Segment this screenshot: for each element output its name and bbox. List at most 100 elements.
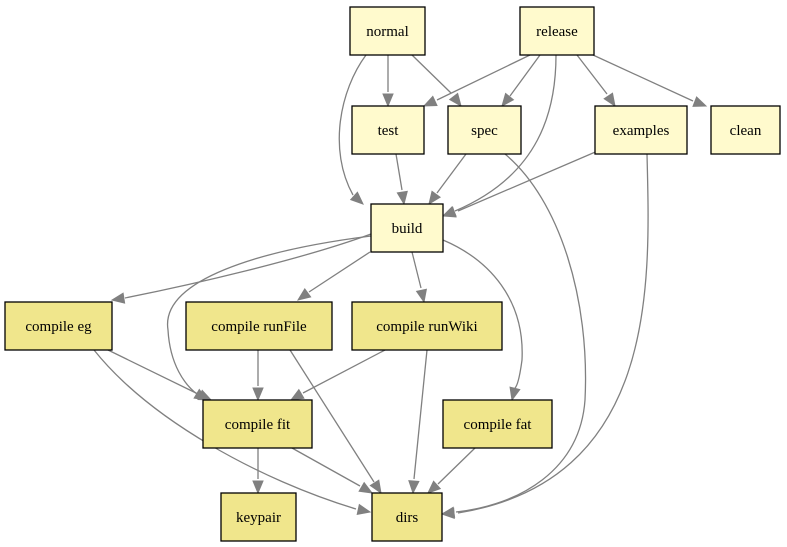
node-dirs: dirs: [371, 492, 443, 542]
edge-test-to-build: [395, 153, 408, 206]
edge-release-to-examples: [576, 54, 616, 108]
node-box: [371, 492, 443, 542]
edge-arrowhead: [296, 287, 312, 301]
edge-arrowhead: [349, 191, 364, 205]
edge-line: [289, 349, 375, 483]
edge-examples-to-build: [441, 149, 601, 218]
edge-arrowhead: [396, 190, 408, 206]
edge-arrowhead: [356, 503, 372, 516]
edge-line: [302, 349, 386, 394]
node-box: [185, 301, 333, 351]
edge-build-to-compile_eg: [110, 233, 372, 304]
edge-line: [338, 54, 367, 196]
node-normal: normal: [349, 6, 426, 56]
node-box: [370, 203, 444, 253]
edge-arrowhead: [441, 206, 457, 218]
node-box: [220, 492, 297, 542]
edge-line: [291, 447, 361, 487]
edge-arrowhead: [110, 292, 126, 304]
nodes-layer: normal release test spec examples clean build c…: [4, 6, 781, 542]
edge-arrowhead: [501, 92, 515, 108]
node-box: [202, 399, 313, 449]
edge-line: [308, 251, 371, 293]
node-box: [447, 105, 522, 155]
edge-line: [411, 54, 452, 94]
edge-line: [395, 153, 403, 191]
node-label: clean: [730, 123, 762, 139]
edge-arrowhead: [408, 480, 420, 495]
node-clean: clean: [710, 105, 781, 155]
edge-line: [107, 349, 199, 395]
edge-line: [455, 153, 587, 513]
node-box: [351, 301, 503, 351]
edge-compile_fit-to-keypair: [252, 448, 264, 495]
node-release: release: [519, 6, 595, 56]
edge-arrowhead: [415, 288, 428, 304]
node-label: keypair: [236, 510, 281, 526]
edge-arrowhead: [382, 93, 394, 108]
node-label: compile runFile: [211, 319, 307, 335]
node-compile-fit: compile fit: [202, 399, 313, 449]
edge-arrowhead: [440, 507, 455, 519]
edge-line: [592, 54, 694, 102]
node-label: dirs: [396, 510, 419, 526]
edge-line: [454, 54, 557, 212]
edge-arrowhead: [509, 386, 521, 402]
edge-line: [124, 233, 372, 299]
edge-arrowhead: [428, 190, 442, 206]
edge-line: [509, 54, 541, 97]
edge-arrowhead: [603, 92, 616, 108]
node-build: build: [370, 203, 444, 253]
edge-build-to-compile_runFile: [296, 251, 371, 301]
node-label: compile fit: [225, 417, 291, 433]
edge-compile_runWiki-to-compile_fit: [289, 349, 386, 401]
edge-release-to-test: [422, 54, 531, 107]
edge-arrowhead: [369, 479, 382, 495]
edge-line: [457, 149, 601, 212]
node-label: release: [536, 24, 578, 40]
edge-arrowhead: [358, 481, 374, 494]
edge-examples-to-dirs: [440, 153, 649, 519]
node-label: test: [378, 123, 400, 139]
node-box: [519, 6, 595, 56]
node-box: [351, 105, 425, 155]
edge-line: [442, 239, 523, 389]
edge-normal-to-build: [338, 54, 367, 205]
edge-line: [436, 153, 467, 194]
edge-line: [436, 54, 531, 101]
edge-release-to-clean: [592, 54, 708, 107]
node-label: examples: [613, 123, 670, 139]
edge-line: [411, 251, 422, 289]
node-label: compile eg: [25, 319, 92, 335]
edge-line: [167, 235, 372, 395]
edge-arrowhead: [422, 95, 438, 107]
node-box: [710, 105, 781, 155]
edge-line: [576, 54, 608, 95]
edge-build-to-compile_runWiki: [411, 251, 428, 304]
edge-arrowhead: [252, 387, 264, 402]
edge-spec-to-build: [428, 153, 467, 206]
edge-build-to-compile_fat: [442, 239, 523, 402]
node-box: [349, 6, 426, 56]
edge-arrowhead: [252, 480, 264, 495]
node-label: build: [392, 221, 423, 237]
edge-compile_runFile-to-dirs: [289, 349, 382, 495]
node-label: compile fat: [464, 417, 533, 433]
node-examples: examples: [594, 105, 688, 155]
edge-arrowhead: [692, 96, 708, 107]
edge-compile_fat-to-dirs: [427, 447, 476, 494]
edge-line: [457, 153, 649, 514]
node-label: compile runWiki: [376, 319, 477, 335]
edge-compile_runFile-to-compile_fit: [252, 350, 264, 402]
node-spec: spec: [447, 105, 522, 155]
node-compile-fat: compile fat: [442, 399, 553, 449]
edge-arrowhead: [427, 480, 442, 494]
node-label: normal: [366, 24, 409, 40]
node-test: test: [351, 105, 425, 155]
node-compile-runWiki: compile runWiki: [351, 301, 503, 351]
node-label: spec: [471, 123, 498, 139]
node-box: [594, 105, 688, 155]
node-keypair: keypair: [220, 492, 297, 542]
edge-compile_fit-to-dirs: [291, 447, 374, 494]
